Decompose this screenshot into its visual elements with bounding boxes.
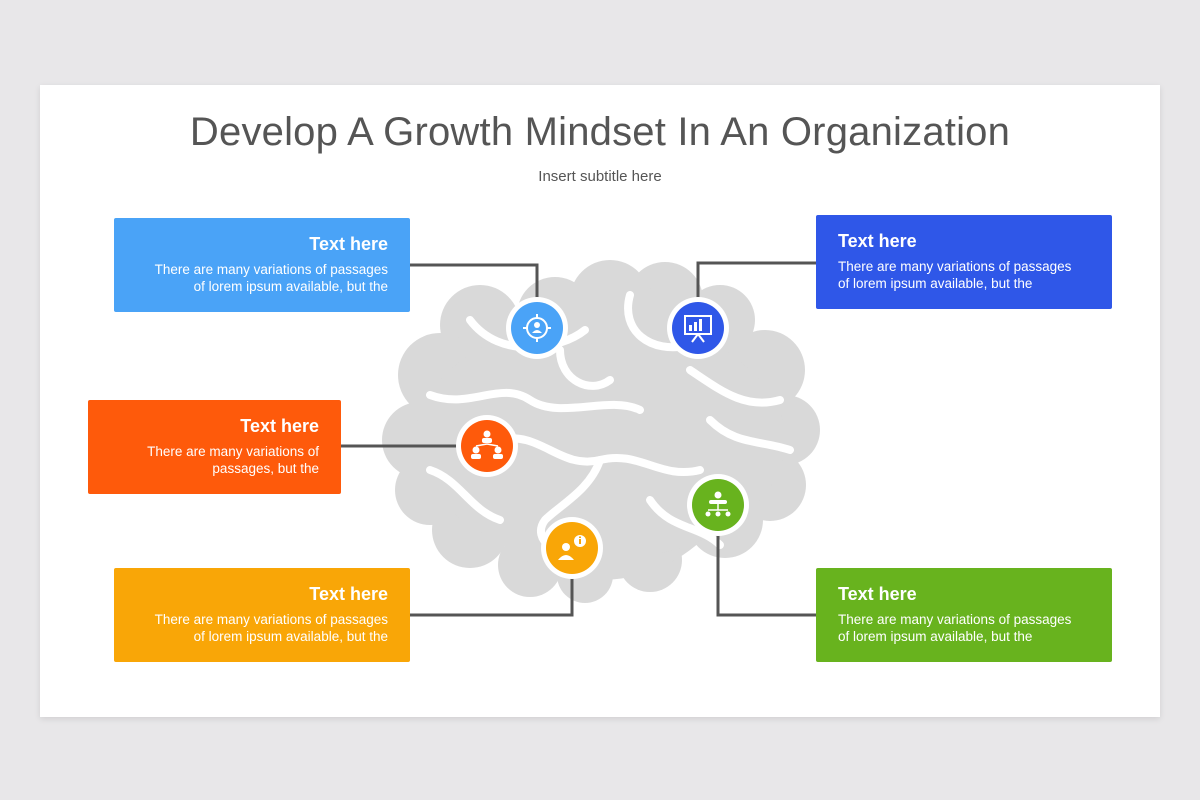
card-body: There are many variations of passages of… (838, 611, 1090, 645)
card-body-line: There are many variations of passages (154, 262, 388, 277)
card-top-right: Text here There are many variations of p… (816, 215, 1112, 309)
card-title: Text here (309, 234, 388, 254)
page-subtitle: Insert subtitle here (538, 168, 662, 185)
card-title: Text here (838, 584, 917, 604)
card-body-line: of lorem ipsum available, but the (838, 629, 1033, 644)
card-body-line: There are many variations of passages (838, 612, 1072, 627)
card-body-line: passages, but the (212, 461, 319, 476)
card-mid-left: Text here There are many variations of p… (88, 400, 341, 494)
card-top-left: Text here There are many variations of p… (114, 218, 410, 312)
card-body-line: There are many variations of passages (154, 612, 388, 627)
page-title: Develop A Growth Mindset In An Organizat… (189, 110, 1011, 154)
card-body-line: of lorem ipsum available, but the (193, 279, 388, 294)
card-body-line: of lorem ipsum available, but the (193, 629, 388, 644)
card-body: There are many variations of passages of… (838, 258, 1090, 292)
brain-folds (426, 291, 794, 555)
card-body-line: There are many variations of passages (838, 259, 1072, 274)
card-body-line: of lorem ipsum available, but the (838, 276, 1033, 291)
card-body: There are many variations of passages of… (136, 611, 388, 645)
card-bottom-right: Text here There are many variations of p… (816, 568, 1112, 662)
person-info-icon (541, 517, 603, 579)
card-title: Text here (240, 416, 319, 436)
connector-lines (341, 261, 816, 617)
card-bottom-left: Text here There are many variations of p… (114, 568, 410, 662)
network-meeting-icon (687, 474, 749, 536)
team-hierarchy-icon (456, 415, 518, 477)
card-body-line: There are many variations of (147, 444, 319, 459)
presentation-board-icon (667, 297, 729, 359)
card-body: There are many variations of passages of… (136, 261, 388, 295)
card-title: Text here (309, 584, 388, 604)
card-body: There are many variations of passages, b… (110, 443, 319, 477)
target-person-icon (506, 297, 568, 359)
card-title: Text here (838, 231, 917, 251)
